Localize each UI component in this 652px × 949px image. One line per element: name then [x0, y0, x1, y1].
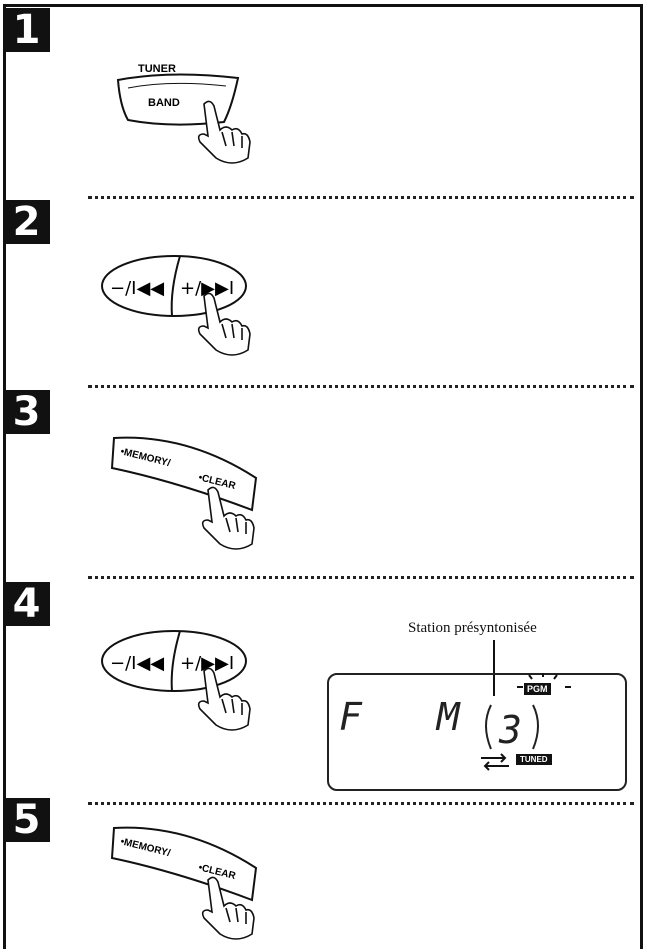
separator-1 — [88, 196, 634, 199]
memory-clear-button-outline — [110, 826, 258, 902]
preset-station-caption: Station présyntonisée — [408, 620, 537, 636]
skip-plus-label: +/▶▶I — [180, 653, 234, 674]
tuner-band-button-illustration: TUNER BAND — [116, 63, 251, 164]
lcd-display: F M 3 PGM TUNED — [327, 673, 627, 791]
blink-indicator-icon — [517, 673, 571, 688]
repeat-arrows-icon — [481, 753, 509, 771]
caption-leader-line — [493, 640, 495, 696]
tuned-badge: TUNED — [516, 754, 552, 765]
pointing-hand-icon — [197, 292, 251, 356]
lcd-fm-readout: F M — [339, 695, 486, 739]
separator-2 — [88, 385, 634, 388]
step-number-1: 1 — [3, 8, 50, 52]
page-frame — [3, 4, 643, 949]
preset-number: 3 — [498, 708, 522, 752]
band-label: BAND — [148, 97, 180, 109]
step-number-5: 5 — [3, 798, 50, 842]
memory-clear-button-illustration: •MEMORY/ •CLEAR — [110, 436, 258, 550]
pointing-hand-icon — [197, 667, 251, 731]
skip-plus-label: +/▶▶I — [180, 278, 234, 299]
step-number-2: 2 — [3, 200, 50, 244]
skip-buttons-illustration-step4: −/I◀◀ +/▶▶I — [101, 630, 251, 731]
step-number-4: 4 — [3, 582, 50, 626]
pointing-hand-icon — [201, 876, 255, 940]
pgm-badge: PGM — [524, 683, 551, 695]
memory-clear-button-illustration-step5: •MEMORY/ •CLEAR — [110, 826, 258, 940]
step-number-3: 3 — [3, 390, 50, 434]
skip-buttons-illustration: −/I◀◀ +/▶▶I — [101, 255, 251, 356]
skip-minus-label: −/I◀◀ — [110, 278, 164, 299]
memory-clear-button-outline — [110, 436, 258, 512]
tuner-label: TUNER — [138, 63, 176, 75]
preset-number-readout: 3 — [485, 704, 539, 752]
pointing-hand-icon — [197, 100, 251, 164]
separator-3 — [88, 576, 634, 579]
skip-minus-label: −/I◀◀ — [110, 653, 164, 674]
separator-4 — [88, 802, 634, 805]
pointing-hand-icon — [201, 486, 255, 550]
